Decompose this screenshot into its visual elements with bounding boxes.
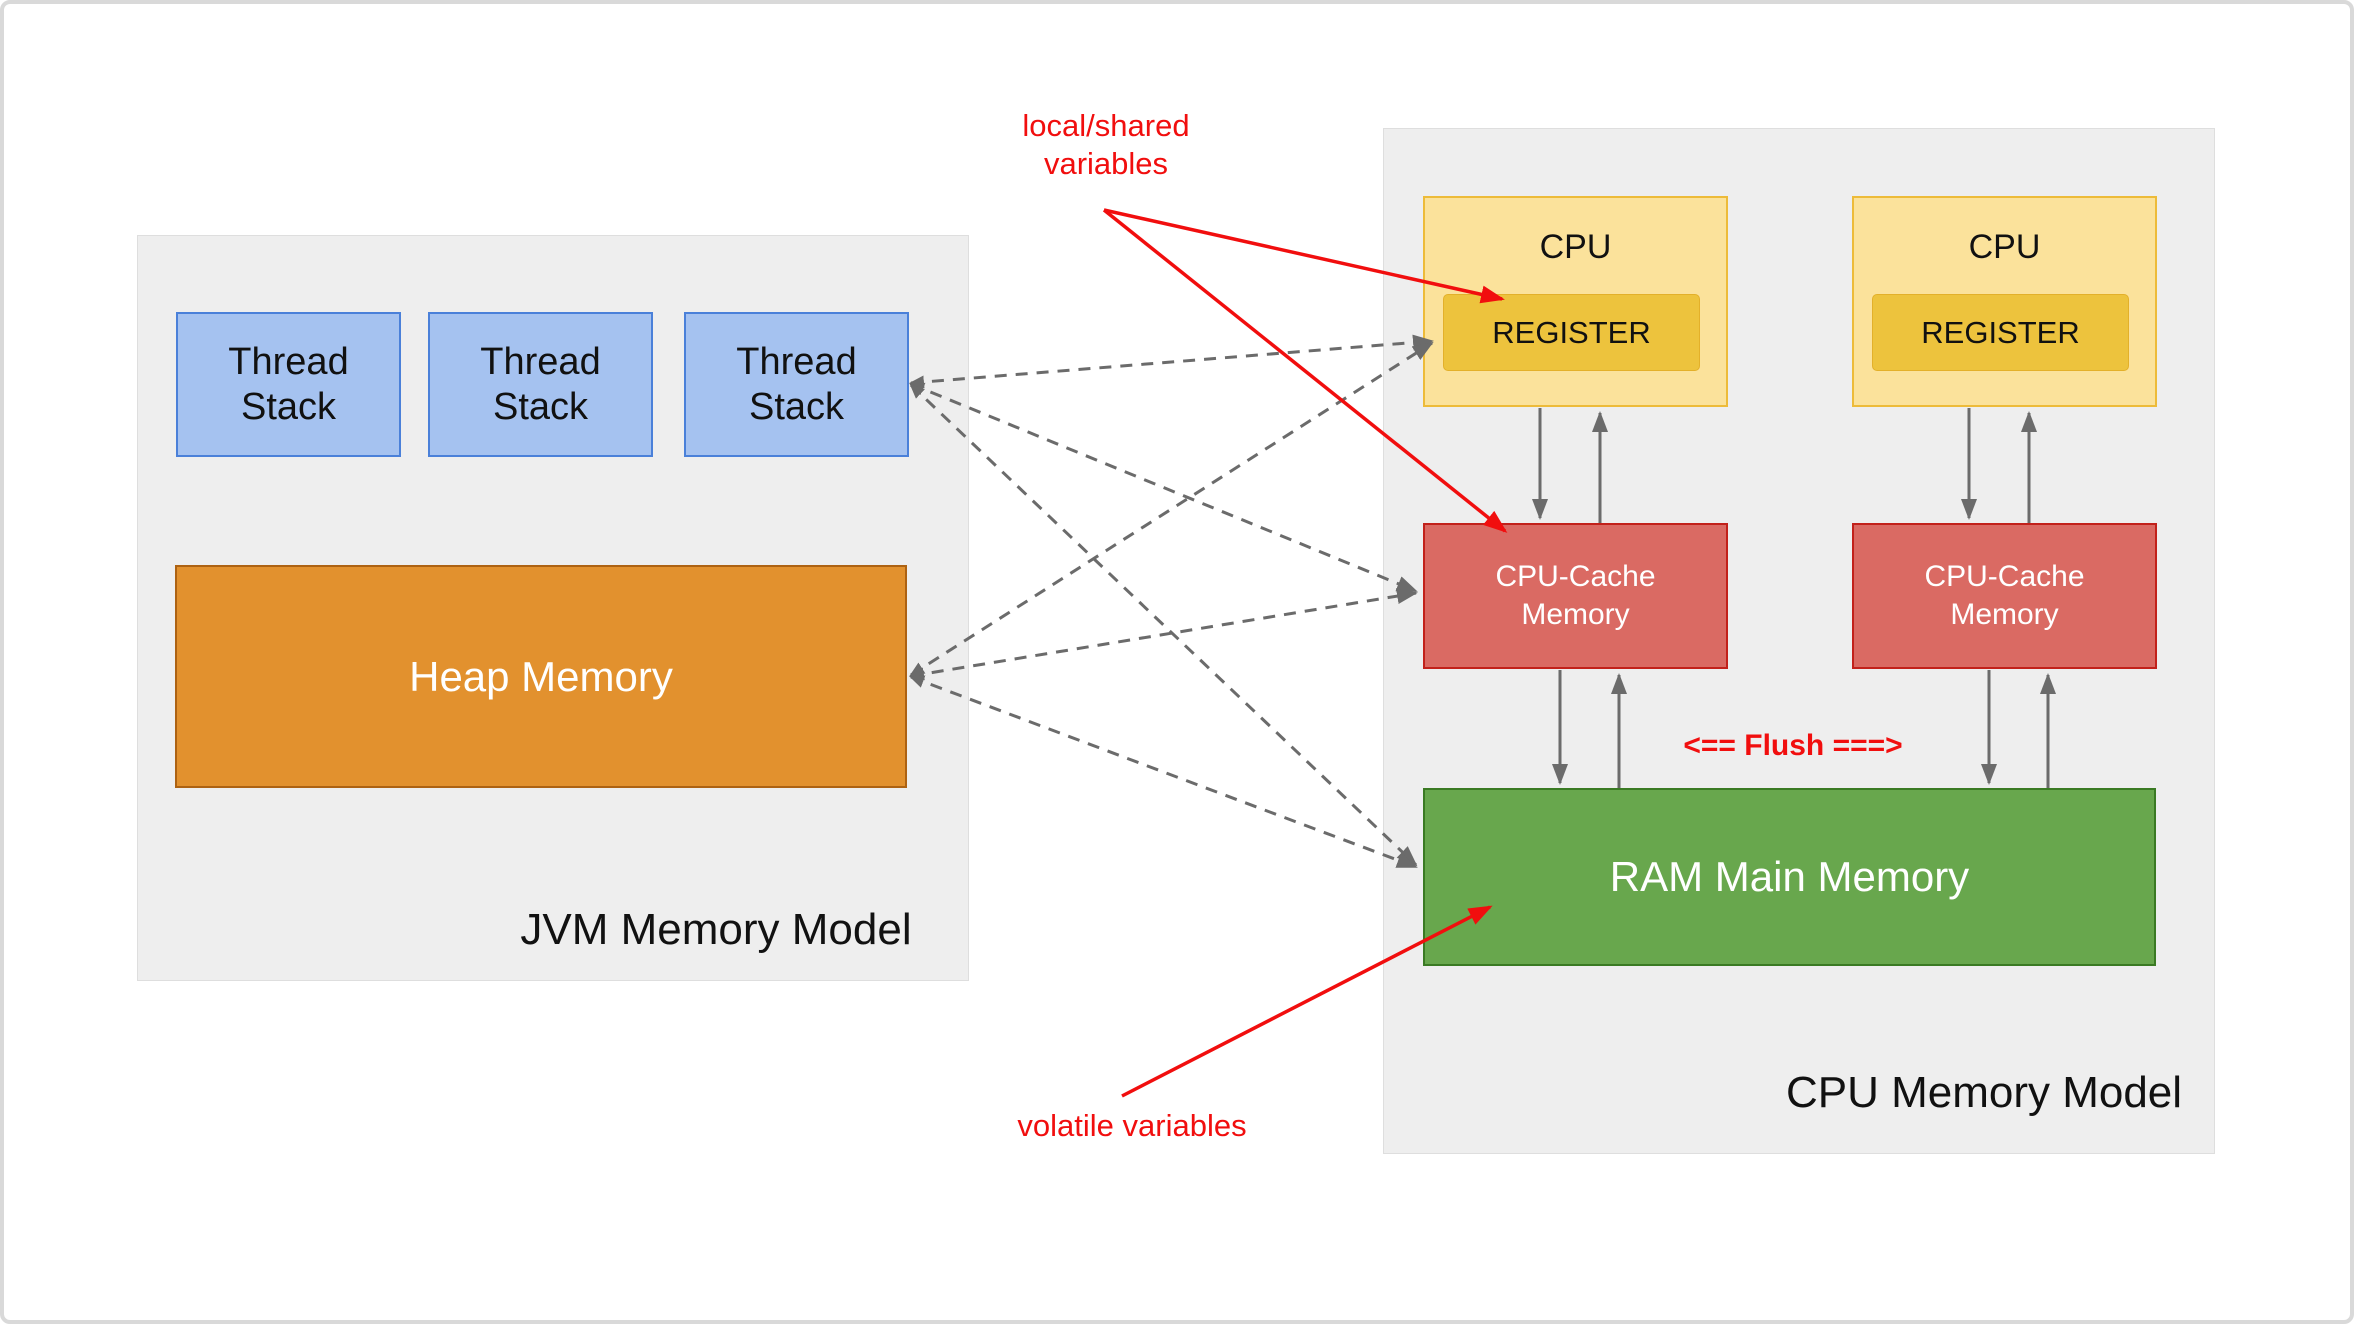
cpu-cache-box-2: CPU-Cache Memory xyxy=(1852,523,2157,669)
cpu-cache-box-1: CPU-Cache Memory xyxy=(1423,523,1728,669)
register-box-2: REGISTER xyxy=(1872,294,2129,371)
thread-stack-label: Thread Stack xyxy=(228,340,349,428)
register-box-1: REGISTER xyxy=(1443,294,1700,371)
thread-stack-label: Thread Stack xyxy=(736,340,857,428)
dashed-connector-heap-ram xyxy=(909,675,1418,869)
cpu-box-1: CPU REGISTER xyxy=(1423,196,1728,407)
local-shared-variables-annotation: local/shared variables xyxy=(1022,108,1190,181)
ram-main-memory-label: RAM Main Memory xyxy=(1609,853,1970,900)
dashed-connector-heap-register1 xyxy=(909,341,1434,677)
volatile-variables-annotation: volatile variables xyxy=(1017,1108,1247,1143)
heap-memory-label: Heap Memory xyxy=(409,652,673,700)
cpu-cache-label: CPU-Cache Memory xyxy=(1495,560,1656,631)
heap-memory-box: Heap Memory xyxy=(175,565,907,788)
jvm-panel-title: JVM Memory Model xyxy=(520,905,912,954)
cpu-label: CPU xyxy=(1968,227,2041,266)
thread-stack-box-2: Thread Stack xyxy=(428,312,653,457)
cpu-panel-title: CPU Memory Model xyxy=(1785,1068,2183,1117)
thread-stack-label: Thread Stack xyxy=(480,340,601,428)
dashed-connector-thread3-register1 xyxy=(909,334,1434,389)
register-label: REGISTER xyxy=(1492,314,1651,350)
cpu-label: CPU xyxy=(1539,227,1612,266)
cpu-cache-label: CPU-Cache Memory xyxy=(1924,560,2085,631)
thread-stack-box-3: Thread Stack xyxy=(684,312,909,457)
thread-stack-box-1: Thread Stack xyxy=(176,312,401,457)
ram-main-memory-box: RAM Main Memory xyxy=(1423,788,2156,966)
flush-annotation: <== Flush ===> xyxy=(1683,729,1903,762)
cpu-box-2: CPU REGISTER xyxy=(1852,196,2157,407)
dashed-connector-thread3-ram xyxy=(909,383,1418,867)
register-label: REGISTER xyxy=(1921,314,2080,350)
dashed-connector-heap-cache1 xyxy=(909,588,1418,681)
dashed-connector-thread3-cache1 xyxy=(909,382,1418,593)
